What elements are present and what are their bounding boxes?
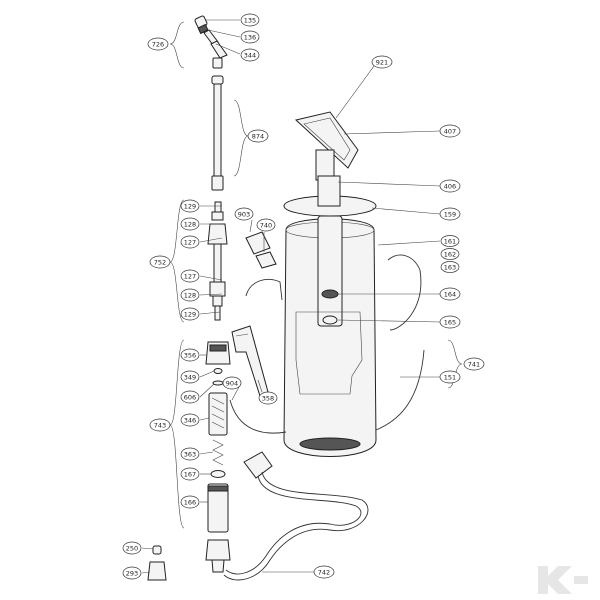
svg-text:742: 742	[318, 569, 330, 577]
callout-127-top: 127	[180, 235, 200, 249]
svg-text:135: 135	[244, 17, 256, 25]
svg-text:344: 344	[244, 52, 256, 60]
callout-874: 874	[247, 129, 269, 143]
svg-text:165: 165	[444, 319, 456, 327]
svg-text:407: 407	[444, 128, 456, 136]
callout-128-bottom: 128	[180, 288, 200, 302]
svg-text:159: 159	[444, 211, 456, 219]
svg-text:741: 741	[468, 361, 480, 369]
callout-129-bottom: 129	[180, 307, 200, 321]
svg-text:128: 128	[184, 221, 196, 229]
callout-250: 250	[122, 541, 142, 555]
svg-text:363: 363	[184, 451, 196, 459]
svg-text:151: 151	[444, 374, 456, 382]
callout-129-top: 129	[180, 199, 200, 213]
svg-text:349: 349	[184, 374, 196, 382]
svg-text:743: 743	[154, 422, 166, 430]
callout-904: 904	[222, 376, 242, 390]
callout-740: 740	[256, 218, 276, 232]
svg-text:293: 293	[126, 570, 138, 578]
callout-167: 167	[180, 467, 200, 481]
callout-127-bottom: 127	[180, 269, 200, 283]
svg-text:162: 162	[444, 251, 456, 259]
callout-136: 136	[240, 30, 260, 44]
callout-741: 741	[463, 357, 485, 371]
leader-lines	[141, 19, 441, 574]
svg-text:127: 127	[184, 273, 196, 281]
svg-text:904: 904	[226, 380, 238, 388]
callout-166: 166	[180, 495, 200, 509]
callout-164: 164	[439, 287, 461, 301]
lance-tube	[211, 75, 224, 191]
callout-161: 161	[440, 235, 460, 247]
callout-346: 346	[180, 413, 200, 427]
hose-fittings	[147, 451, 273, 581]
svg-text:161: 161	[444, 238, 456, 246]
nozzle-tip	[194, 15, 228, 69]
callout-159: 159	[439, 207, 461, 221]
callout-349: 349	[180, 370, 200, 384]
shoulder-strap	[229, 254, 425, 434]
bracket-752	[169, 199, 185, 323]
callout-903: 903	[234, 207, 254, 221]
callout-356: 356	[180, 348, 200, 362]
svg-text:164: 164	[444, 291, 456, 299]
callout-406: 406	[439, 179, 461, 193]
svg-text:167: 167	[184, 471, 196, 479]
callout-128-top: 128	[180, 217, 200, 231]
callout-344: 344	[240, 48, 260, 62]
spare-caps	[245, 231, 277, 269]
svg-text:606: 606	[184, 394, 196, 402]
svg-text:921: 921	[376, 59, 388, 67]
svg-text:166: 166	[184, 499, 196, 507]
callout-165: 165	[439, 315, 461, 329]
callout-151: 151	[439, 370, 461, 384]
callout-606: 606	[180, 390, 200, 404]
svg-text:129: 129	[184, 311, 196, 319]
svg-text:136: 136	[244, 34, 256, 42]
svg-text:726: 726	[152, 41, 164, 49]
hose	[223, 471, 369, 581]
callout-743: 743	[149, 418, 171, 432]
svg-text:163: 163	[444, 264, 456, 272]
valve-assembly	[207, 201, 228, 321]
svg-text:903: 903	[238, 211, 250, 219]
callout-293: 293	[122, 566, 142, 580]
callout-135: 135	[240, 13, 260, 27]
tank-body	[283, 175, 377, 457]
handle-valve-body	[205, 341, 231, 533]
callout-162: 162	[440, 248, 460, 260]
callout-726: 726	[147, 37, 169, 51]
svg-text:250: 250	[126, 545, 138, 553]
callout-358: 358	[258, 391, 278, 405]
pump-handle	[294, 111, 359, 181]
callout-752: 752	[149, 255, 171, 269]
svg-text:874: 874	[252, 133, 264, 141]
callout-407: 407	[439, 124, 461, 138]
svg-text:127: 127	[184, 239, 196, 247]
svg-text:346: 346	[184, 417, 196, 425]
callout-921: 921	[371, 55, 393, 69]
callout-363: 363	[180, 447, 200, 461]
bracket-874	[233, 99, 249, 177]
svg-text:406: 406	[444, 183, 456, 191]
svg-text:128: 128	[184, 292, 196, 300]
callout-163: 163	[440, 261, 460, 273]
callout-742: 742	[313, 565, 335, 579]
svg-text:129: 129	[184, 203, 196, 211]
svg-text:356: 356	[184, 352, 196, 360]
svg-text:740: 740	[260, 222, 272, 230]
svg-text:358: 358	[262, 395, 274, 403]
bracket-726	[169, 21, 185, 69]
k-logo-icon	[538, 566, 588, 594]
svg-text:752: 752	[154, 259, 166, 267]
